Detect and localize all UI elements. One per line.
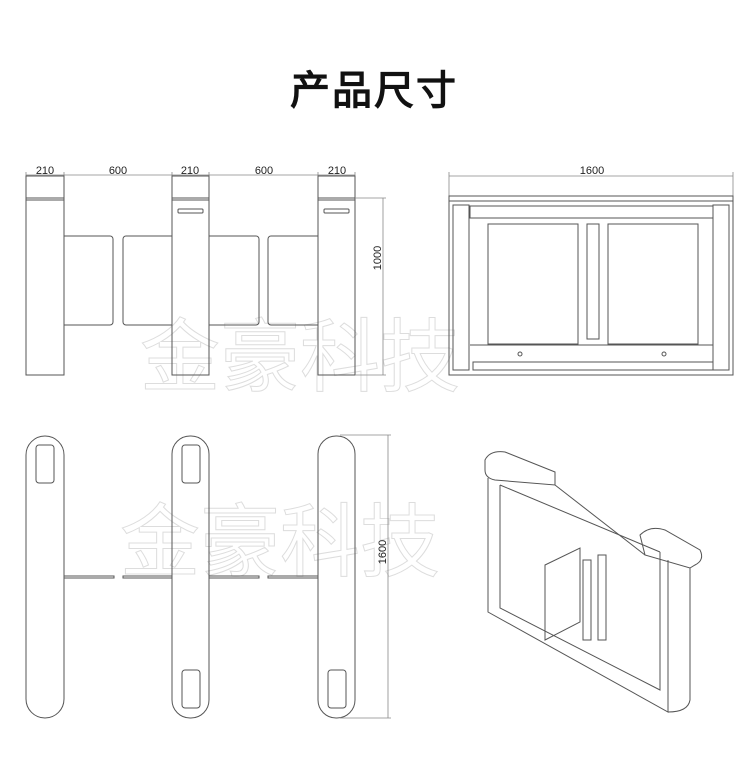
page-title: 产品尺寸 <box>290 68 458 114</box>
dim-label: 600 <box>109 165 127 177</box>
front-view: 210 600 210 600 210 1000 <box>25 165 386 376</box>
glass-flap <box>122 235 172 326</box>
dim-label-height: 1000 <box>372 246 384 270</box>
pillar-top <box>25 435 65 719</box>
watermark-top: 金豪科技 <box>140 311 460 404</box>
glass-flap <box>209 235 260 326</box>
isometric-view <box>484 451 703 713</box>
top-view: 1600 <box>25 434 391 719</box>
dim-label-width: 1600 <box>580 165 604 177</box>
dim-label: 210 <box>181 165 199 177</box>
watermark-bottom: 金豪科技 <box>120 496 440 589</box>
glass-flap <box>267 235 318 326</box>
dim-label: 600 <box>255 165 273 177</box>
pillar <box>171 175 210 376</box>
side-view: 1600 <box>448 165 734 376</box>
dim-label: 210 <box>36 165 54 177</box>
glass-flap <box>64 235 114 326</box>
pillar <box>317 175 356 376</box>
pillar <box>25 175 65 376</box>
dim-label-length: 1600 <box>377 540 389 564</box>
dim-label: 210 <box>328 165 346 177</box>
